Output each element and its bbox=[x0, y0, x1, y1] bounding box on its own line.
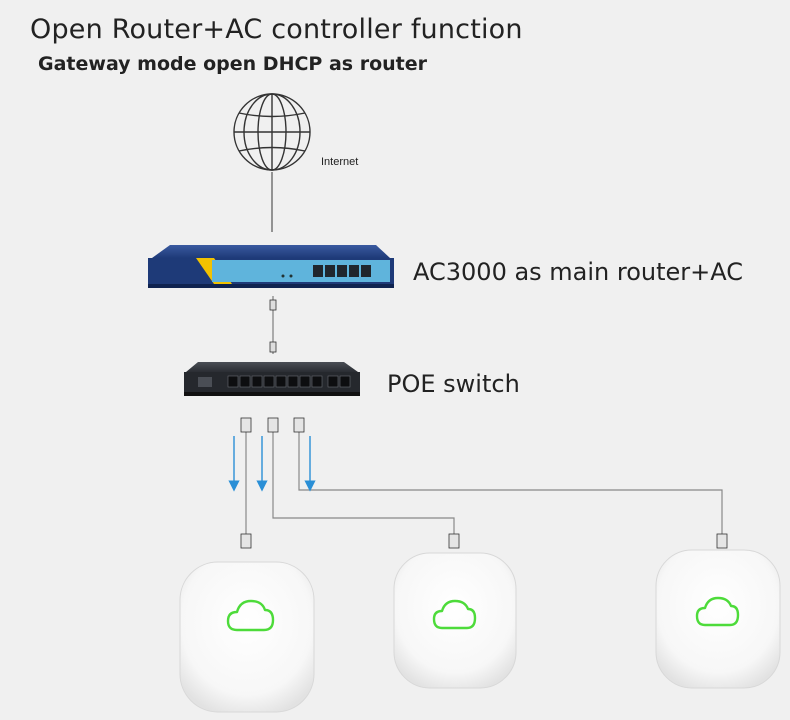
switch-icon bbox=[184, 362, 360, 396]
access-point-2 bbox=[393, 552, 517, 689]
access-point-1 bbox=[179, 561, 315, 713]
switch-plugs bbox=[240, 417, 305, 433]
cloud-icon bbox=[432, 599, 477, 630]
page-title: Open Router+AC controller function bbox=[30, 14, 523, 45]
access-point-3 bbox=[655, 549, 781, 689]
internet-label: Internet bbox=[321, 156, 359, 168]
page-subtitle: Gateway mode open DHCP as router bbox=[38, 53, 427, 75]
switch-label: POE switch bbox=[387, 370, 520, 398]
router-icon bbox=[148, 245, 394, 288]
poe-power-arrows bbox=[228, 436, 316, 492]
ap-cables bbox=[245, 432, 723, 546]
router-label: AC3000 as main router+AC bbox=[413, 258, 744, 286]
globe-icon bbox=[233, 93, 311, 171]
uplink-cable bbox=[269, 296, 277, 354]
ap-plugs bbox=[240, 533, 728, 549]
cloud-icon bbox=[226, 599, 275, 632]
cloud-icon bbox=[695, 596, 740, 627]
